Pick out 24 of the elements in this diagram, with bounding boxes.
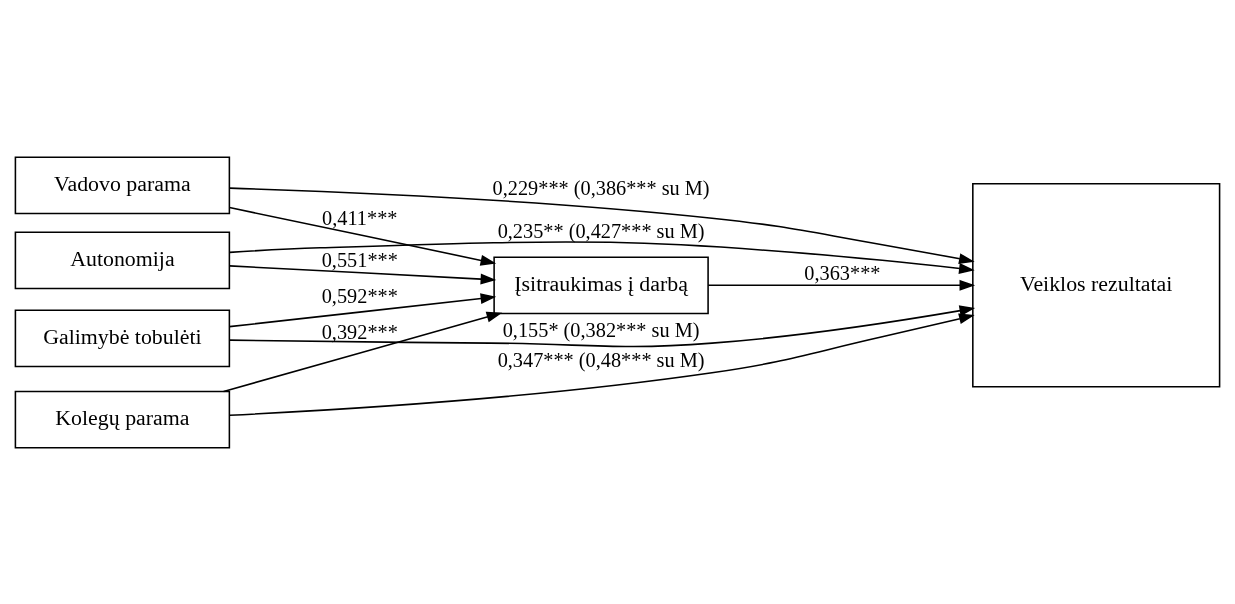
arrow [707,279,976,291]
edge-label: 0,155* (0,382*** su M) [502,318,700,341]
arrow [228,206,497,266]
arrow [229,186,975,264]
node-box: Galimybė tobulėti [14,309,231,367]
edge-label: 0,411*** [322,206,398,229]
arrow [228,292,497,327]
node-box: Veiklos rezultatai [972,182,1221,388]
edge-label: 0,392*** [321,320,398,343]
arrow [228,264,497,285]
edge-label: 0,551*** [321,248,398,271]
arrow [228,240,975,274]
arrow [228,312,975,416]
node-box: Autonomija [14,230,231,289]
edge-label: 0,347*** (0,48*** su M) [497,348,705,371]
edge-label: 0,363*** [804,261,881,284]
edge-label: 0,235** (0,427*** su M) [497,219,705,242]
edge-label: 0,592*** [321,284,398,307]
node-box: Vadovo parama [14,155,231,214]
node-box: Kolegų parama [14,390,231,449]
arrow [222,311,503,392]
node-box: Įsitraukimas į darbą [493,255,709,314]
edge-label: 0,229*** (0,386*** su M) [492,176,710,199]
arrow [228,304,976,347]
